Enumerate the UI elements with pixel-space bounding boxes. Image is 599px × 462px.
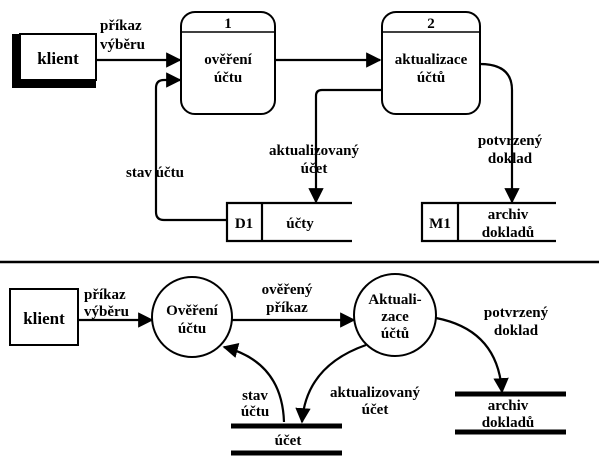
bottom-process-update-line1: Aktuali-	[368, 292, 421, 308]
bottom-flow-confirmed-doc-line2: doklad	[494, 323, 539, 339]
bottom-entity-client: klient	[9, 288, 79, 346]
top-process-verify-line1: ověření	[204, 52, 252, 68]
top-process-verify-line2: účtu	[214, 70, 242, 86]
top-flow-confirmed-doc-line1: potvrzený	[478, 133, 543, 149]
top-flow-updated-account: aktualizovaný účet	[269, 88, 382, 204]
bottom-flow-state-line1: stav	[242, 388, 268, 404]
top-flow-confirmed-doc: potvrzený doklad	[478, 62, 543, 204]
top-store-d1-id: D1	[235, 216, 253, 232]
bottom-process-update-line2: zace	[381, 309, 409, 325]
top-store-m1: M1 archiv dokladů	[420, 201, 556, 243]
bottom-store-archive-line1: archiv	[488, 398, 529, 414]
bottom-flow-confirmed-doc: potvrzený doklad	[435, 305, 549, 394]
bottom-store-archive-line2: dokladů	[482, 415, 535, 431]
top-diagram: klient příkaz výběru 1 ověření účtu 2 ak…	[12, 11, 556, 243]
top-flow-command-line1: příkaz	[100, 18, 142, 34]
bottom-flow-verified: ověřený příkaz	[232, 282, 356, 328]
top-flow-account-state-label: stav účtu	[126, 165, 184, 181]
bottom-process-verify-line2: účtu	[178, 321, 206, 337]
top-store-m1-line1: archiv	[488, 207, 529, 223]
bottom-flow-verified-line1: ověřený	[262, 282, 313, 298]
top-process-update-line2: účtů	[417, 70, 445, 86]
bottom-flow-command-line2: výběru	[84, 304, 129, 320]
bottom-process-verify: Ověření účtu	[151, 276, 233, 358]
top-store-d1: D1 účty	[225, 201, 352, 243]
top-store-m1-id: M1	[429, 216, 451, 232]
bottom-process-verify-line1: Ověření	[166, 303, 218, 319]
top-process-verify-number: 1	[224, 16, 232, 32]
bottom-store-account: účet	[231, 423, 342, 456]
top-entity-client-label: klient	[37, 49, 79, 68]
top-store-d1-name: účty	[286, 216, 314, 232]
bottom-flow-updated-account-line1: aktualizovaný	[330, 385, 421, 401]
bottom-flow-confirmed-doc-line1: potvrzený	[484, 305, 549, 321]
top-flow-account-state: stav účtu	[126, 72, 226, 222]
top-flow-confirmed-doc-line2: doklad	[488, 151, 533, 167]
bottom-store-account-label: účet	[275, 433, 302, 449]
top-process-update-line1: aktualizace	[395, 52, 468, 68]
bottom-flow-state-line2: účtu	[241, 404, 269, 420]
bottom-entity-client-label: klient	[23, 309, 65, 328]
top-entity-client: klient	[12, 33, 97, 88]
bottom-flow-command-line1: příkaz	[84, 287, 126, 303]
bottom-flow-command: příkaz výběru	[78, 287, 154, 328]
top-process-verify: 1 ověření účtu	[180, 11, 276, 115]
top-flow-command: příkaz výběru	[96, 18, 182, 68]
bottom-flow-updated-account-line2: účet	[362, 402, 389, 418]
bottom-flow-verified-line2: příkaz	[266, 300, 308, 316]
top-process-update-number: 2	[427, 16, 435, 32]
bottom-flow-updated-account: aktualizovaný účet	[295, 343, 421, 424]
bottom-process-update: Aktuali- zace účtů	[353, 273, 437, 357]
bottom-flow-state: stav účtu	[222, 343, 286, 423]
top-flow-updated-account-line2: účet	[301, 161, 328, 177]
bottom-diagram: klient příkaz výběru Ověření účtu ověřen…	[9, 273, 566, 456]
top-flow-updated-account-line1: aktualizovaný	[269, 143, 360, 159]
top-store-m1-line2: dokladů	[482, 225, 535, 241]
bottom-store-archive: archiv dokladů	[455, 391, 566, 435]
bottom-process-update-line3: účtů	[381, 326, 409, 342]
top-process-update: 2 aktualizace účtů	[381, 11, 481, 115]
top-flow-command-line2: výběru	[100, 37, 145, 53]
